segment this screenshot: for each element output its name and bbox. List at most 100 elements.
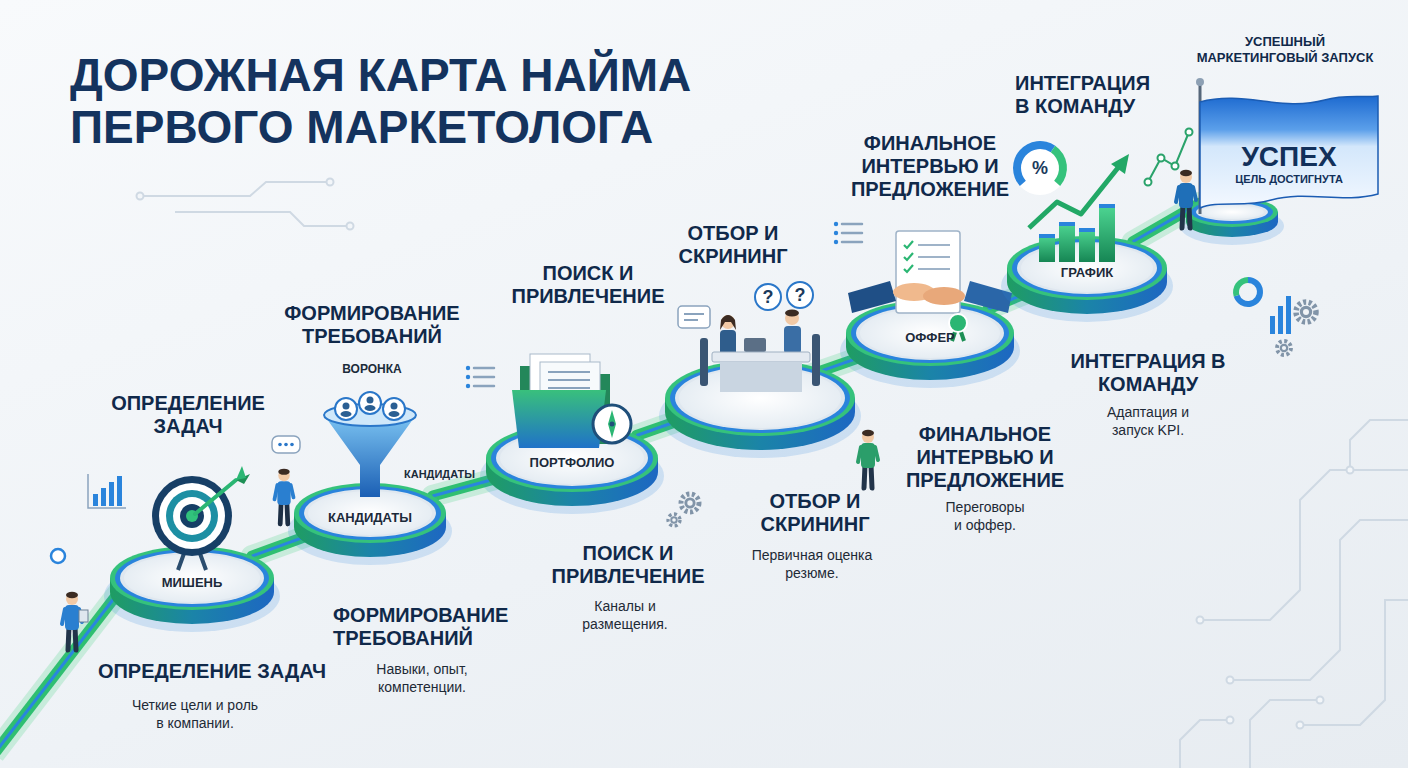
label-holder: ФОРМИРОВАНИЕ ТРЕБОВАНИЙ: [333, 604, 533, 650]
gear-icon-part: [1300, 306, 1312, 318]
funnel-icon-part: [367, 397, 374, 404]
mini-bar-chart-part: [101, 488, 106, 506]
interview-scene-part: [784, 326, 801, 354]
label-holder: ВОРОНКА: [322, 362, 422, 376]
gear-icon: [1277, 341, 1291, 355]
label-holder: ОТБОР И СКРИНИНГ: [668, 222, 798, 268]
list-icon-part: [466, 366, 470, 370]
list-icon-part: [474, 376, 494, 379]
chart-icon-part: [1099, 204, 1115, 208]
person-figure-part: [1176, 187, 1179, 202]
chat-bubble-part: [278, 443, 282, 447]
icon-caption: ВОРОНКА: [322, 362, 422, 376]
circuit-lines-part: [1347, 467, 1354, 474]
folder-icon-part: [610, 422, 615, 427]
step-heading: ОПРЕДЕЛЕНИЕ ЗАДАЧ: [77, 660, 347, 683]
platform-disc-outline-part-part: [856, 306, 1004, 360]
step-heading: ФОРМИРОВАНИЕ ТРЕБОВАНИЙ: [272, 302, 472, 348]
road-core: [252, 203, 1200, 556]
folder-icon-part: [512, 390, 606, 448]
offer-icon-part: [918, 268, 950, 270]
step-description: Навыки, опыт, компетенции.: [357, 660, 487, 696]
circuit-lines-part: [1227, 677, 1234, 684]
interview-scene-part: [720, 315, 736, 330]
list-icon-part: [834, 231, 838, 235]
people-part: [79, 610, 88, 622]
gear-icon-part: [687, 500, 692, 505]
mini-bar-chart-part: [109, 482, 114, 506]
interview-scene-part: [787, 282, 813, 308]
person-figure: [1176, 170, 1196, 228]
person-figure-part: [1179, 183, 1193, 208]
person-figure-part: [864, 465, 865, 488]
offer-icon-part: [949, 314, 967, 332]
gear-icon: [681, 494, 699, 512]
mini-bar-chart-part: [117, 476, 122, 506]
mini-bar-chart-part: [1278, 306, 1283, 334]
platform-label: ПОРТФОЛИО: [530, 455, 615, 471]
folder-icon: [512, 354, 631, 448]
line-chart-icon-part: [1145, 179, 1152, 186]
target-icon-part: [152, 476, 232, 556]
mini-bar-chart-part: [88, 474, 126, 508]
circuit-lines: [137, 179, 1408, 768]
chart-icon: [1029, 154, 1129, 262]
gauge-icon-part: [1013, 141, 1067, 195]
chart-icon-part: [1059, 222, 1075, 262]
step-heading: ПОИСК И ПРИВЛЕЧЕНИЕ: [501, 262, 676, 308]
person-figure-part: [1180, 170, 1192, 176]
person-figure-part: [277, 481, 290, 505]
label-holder: Адаптация и запуск KPI.: [1088, 403, 1208, 439]
person-figure-part: [871, 465, 872, 488]
chart-icon-part: [1039, 234, 1055, 238]
funnel-icon-part: [383, 398, 405, 420]
chart-icon-part: [1029, 164, 1121, 228]
road-connectors: [252, 203, 1200, 556]
funnel-icon-part: [365, 405, 376, 411]
line-chart-icon: [1145, 129, 1193, 186]
list-icon: [834, 222, 862, 244]
offer-icon: [848, 231, 1012, 341]
step-heading: ОТБОР И СКРИНИНГ: [750, 490, 880, 536]
funnel-icon-part: [359, 392, 381, 414]
person-figure-part: [1189, 205, 1190, 228]
circuit-lines-part: [137, 193, 144, 200]
step-heading: ОПРЕДЕЛЕНИЕ ЗАДАЧ: [93, 392, 283, 438]
flag-subtitle: ЦЕЛЬ ДОСТИГНУТА: [1235, 173, 1343, 186]
label-holder: Навыки, опыт, компетенции.: [357, 660, 487, 696]
donut-icon-part: [1233, 277, 1248, 297]
platform-disc: ПОРТФОЛИО: [486, 424, 658, 506]
label-holder: УСПЕШНЫЙ МАРКЕТИНГОВЫЙ ЗАПУСК: [1189, 34, 1381, 67]
mini-bar-chart-part: [1270, 316, 1275, 334]
circuit-lines-part: [1200, 470, 1408, 620]
folder-icon-part: [548, 379, 590, 381]
funnel-icon-part: [324, 415, 416, 497]
chart-icon-part: [1059, 222, 1075, 226]
line-chart-icon-part: [1148, 132, 1189, 182]
label-holder: ?: [790, 286, 810, 304]
person-figure-part: [278, 502, 284, 524]
label-holder: Первичная оценка резюме.: [747, 546, 877, 582]
mini-bar-chart: [88, 474, 126, 508]
interview-scene-part: [785, 310, 799, 317]
mini-bar-chart: [1270, 296, 1291, 334]
funnel-icon-part: [335, 398, 357, 420]
step-heading: ОТБОР И СКРИНИНГ: [668, 222, 798, 268]
list-icon-part: [474, 385, 494, 388]
gear-icon-part: [1277, 341, 1291, 355]
interview-scene-part: [744, 338, 766, 352]
target-icon-part: [236, 466, 246, 480]
label-holder: Переговоры и оффер.: [941, 498, 1029, 534]
platform-disc-outline-part-part: [124, 554, 260, 602]
interview-scene-part: [755, 284, 781, 310]
person-figure-part: [65, 605, 79, 630]
chat-bubble-part: [272, 436, 300, 453]
goal-flag-outline-part: [1200, 96, 1378, 208]
target-icon-part: [166, 490, 218, 542]
funnel-icon: [324, 392, 416, 497]
list-icon-part: [466, 375, 470, 379]
person-figure-part: [875, 447, 878, 460]
step-description: Каналы и размещения.: [560, 597, 690, 633]
target-icon-part: [173, 497, 211, 535]
label-holder: Каналы и размещения.: [560, 597, 690, 633]
